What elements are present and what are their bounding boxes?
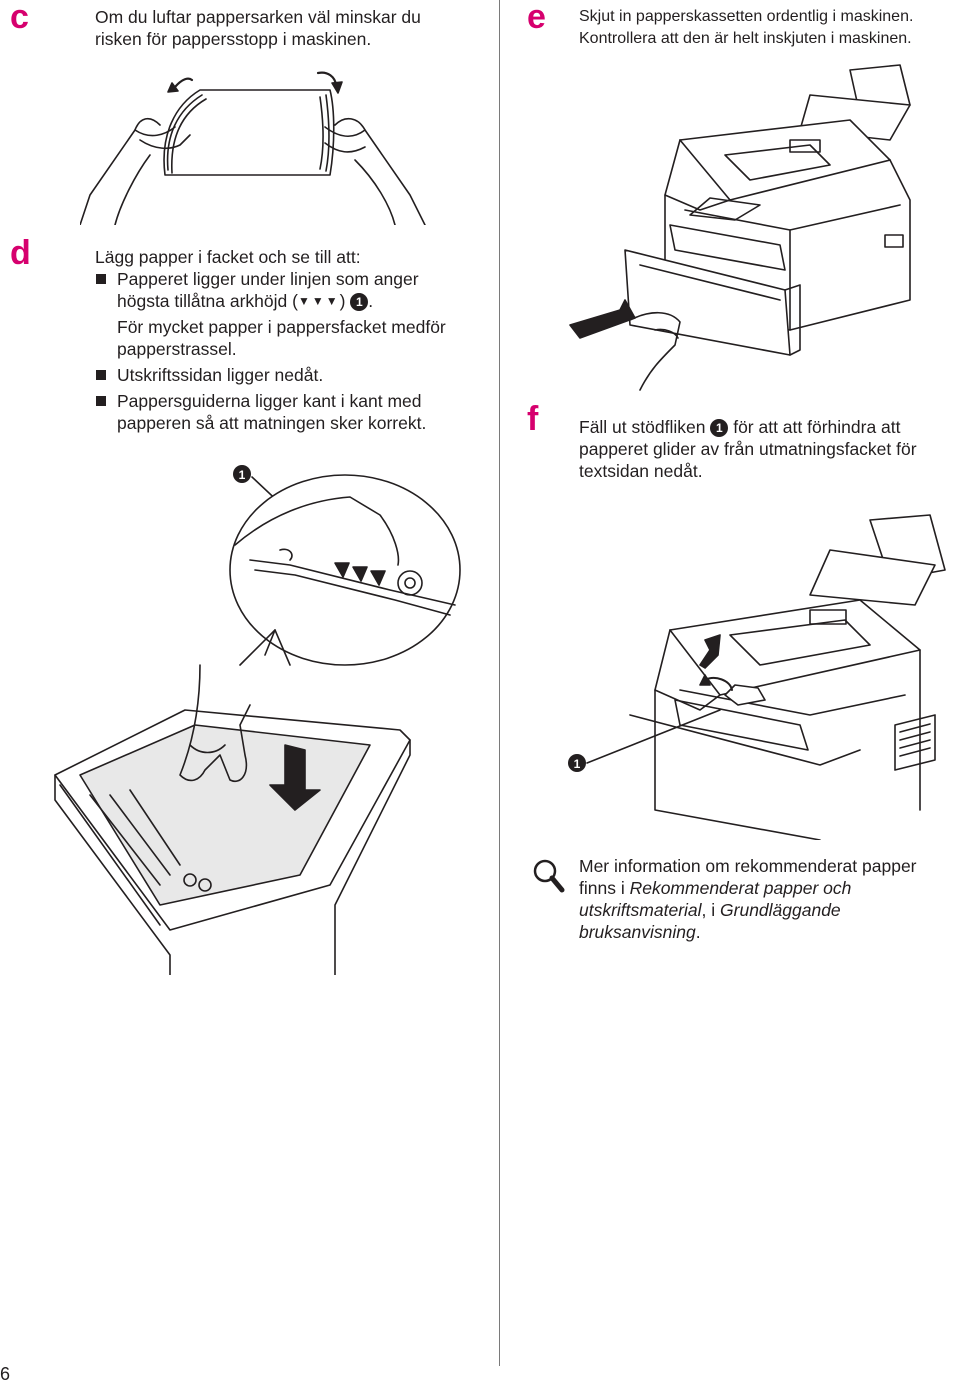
paper-tray-illustration: 1 xyxy=(54,465,461,975)
step-f-text: Fäll ut stödfliken 1 för att att förhind… xyxy=(579,416,957,482)
step-c-line-1: Om du luftar pappersarken väl minskar du xyxy=(95,7,421,27)
svg-text:1: 1 xyxy=(239,468,246,482)
step-f-line-2: papperet glider av från utmatningsfacket… xyxy=(579,439,917,459)
step-d-intro: Lägg papper i facket och se till att: xyxy=(95,247,361,267)
note-link-1: Rekommenderat papper och xyxy=(629,878,852,898)
callout-1-marker xyxy=(233,465,251,483)
note-line-1: Mer information om rekommenderat papper xyxy=(579,856,917,876)
magnifier-icon xyxy=(533,859,565,893)
bullet-1-text: högsta tillåtna arkhöjd ( xyxy=(117,291,298,311)
note-line-4: bruksanvisning. xyxy=(579,921,957,943)
step-f-text-a: Fäll ut stödfliken xyxy=(579,417,706,437)
step-letter-e: e xyxy=(527,0,546,36)
step-d-bullet-3: Pappersguiderna ligger kant i kant med p… xyxy=(95,390,495,434)
bullet-1-paren: ) xyxy=(339,291,346,311)
page-number: 6 xyxy=(0,1364,11,1384)
support-flap-illustration: 1 xyxy=(568,514,946,840)
bullet-1-line-2: högsta tillåtna arkhöjd (▼▼▼) 1. xyxy=(117,290,495,312)
note-line-1: För mycket papper i pappersfacket medför xyxy=(117,317,446,337)
step-letter-f: f xyxy=(527,400,539,438)
max-height-marks: ▼▼▼ xyxy=(297,294,340,308)
bullet-1-line-1: Papperet ligger under linjen som anger xyxy=(117,269,419,289)
note-text: Mer information om rekommenderat papper … xyxy=(579,855,957,943)
insert-cassette-illustration xyxy=(569,64,911,391)
bullet-1-end: . xyxy=(368,291,374,311)
bullet-square-icon xyxy=(96,370,106,380)
step-e-line-2: Kontrollera att den är helt inskjuten i … xyxy=(579,30,912,47)
note-link-2: Grundläggande xyxy=(720,900,841,920)
step-f-line-1: Fäll ut stödfliken 1 för att att förhind… xyxy=(579,416,957,438)
step-d-bullet-2: Utskriftssidan ligger nedåt. xyxy=(95,364,495,386)
step-e-line-1: Skjut in papperskassetten ordentlig i ma… xyxy=(579,8,914,25)
step-d-bullet-1: Papperet ligger under linjen som anger h… xyxy=(95,268,495,312)
step-d-bullet-1-note: För mycket papper i pappersfacket medför… xyxy=(95,316,495,360)
svg-text:1: 1 xyxy=(574,757,581,771)
bullet-2-text: Utskriftssidan ligger nedåt. xyxy=(117,365,324,385)
note-line-2: finns i Rekommenderat papper och xyxy=(579,877,957,899)
step-e-text: Skjut in papperskassetten ordentlig i ma… xyxy=(579,6,957,50)
bullet-3-line-1: Pappersguiderna ligger kant i kant med xyxy=(117,391,422,411)
callout-1-marker-f xyxy=(568,754,586,772)
bullet-square-icon xyxy=(96,274,106,284)
callout-1-icon: 1 xyxy=(710,419,729,437)
fanning-paper-illustration xyxy=(80,71,426,225)
step-f-line-3: textsidan nedåt. xyxy=(579,461,703,481)
note-link-2-cont: bruksanvisning xyxy=(579,922,696,942)
note-line-3: utskriftsmaterial, i Grundläggande xyxy=(579,899,957,921)
note-text-b: , i xyxy=(701,900,721,920)
note-link-1-cont: utskriftsmaterial xyxy=(579,900,702,920)
step-c-line-2: risken för pappersstopp i maskinen. xyxy=(95,29,372,49)
note-end: . xyxy=(695,922,701,942)
bullet-square-icon xyxy=(96,396,106,406)
step-d-text: Lägg papper i facket och se till att: Pa… xyxy=(95,246,495,434)
step-c-text: Om du luftar pappersarken väl minskar du… xyxy=(95,6,490,50)
step-letter-c: c xyxy=(10,0,29,36)
column-divider xyxy=(499,0,500,1366)
step-f-text-b: för att att förhindra att xyxy=(733,417,901,437)
note-text-a: finns i xyxy=(579,878,630,898)
callout-1-icon: 1 xyxy=(350,293,369,311)
bullet-3-line-2: papperen så att matningen sker korrekt. xyxy=(117,413,427,433)
step-letter-d: d xyxy=(10,234,31,272)
note-line-2: papperstrassel. xyxy=(117,339,237,359)
